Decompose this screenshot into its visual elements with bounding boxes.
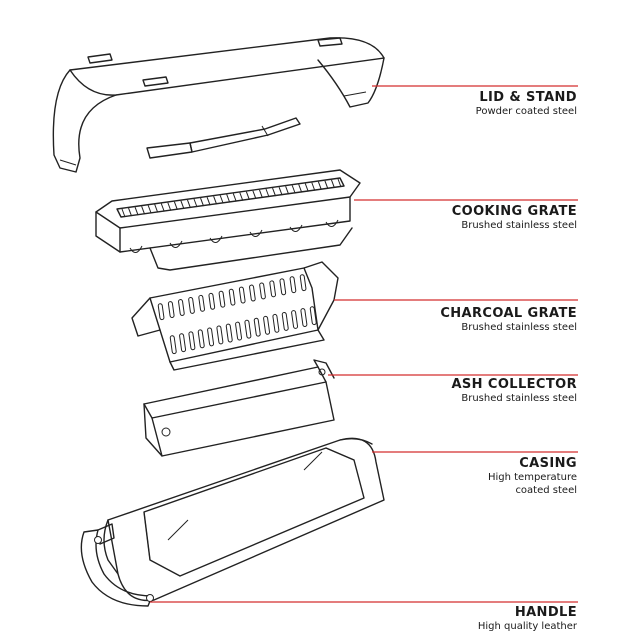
label-handle: HANDLE High quality leather [478, 605, 577, 633]
label-ash-collector: ASH COLLECTOR Brushed stainless steel [451, 377, 577, 405]
label-lid-and-stand: LID & STAND Powder coated steel [476, 90, 577, 118]
part-material: Brushed stainless steel [461, 220, 577, 231]
label-charcoal-grate: CHARCOAL GRATE Brushed stainless steel [440, 306, 577, 334]
lid-and-stand-part [52, 37, 385, 173]
part-material: Powder coated steel [475, 106, 577, 117]
part-title: CHARCOAL GRATE [440, 306, 577, 321]
charcoal-grate-part [131, 261, 339, 371]
handle-part [80, 523, 154, 607]
part-material: Brushed stainless steel [461, 322, 577, 333]
cooking-grate-part [95, 169, 361, 271]
label-casing: CASING High temperature coated steel [488, 456, 577, 497]
part-material: coated steel [515, 485, 577, 496]
part-material: Brushed stainless steel [461, 393, 577, 404]
label-cooking-grate: COOKING GRATE Brushed stainless steel [452, 204, 577, 232]
ash-collector-part [143, 359, 335, 457]
part-material: High quality leather [477, 621, 577, 632]
part-title: ASH COLLECTOR [451, 377, 577, 392]
casing-part [103, 437, 385, 602]
part-material: High temperature [487, 472, 577, 483]
part-title: HANDLE [514, 605, 577, 620]
part-title: COOKING GRATE [451, 204, 577, 219]
part-title: LID & STAND [479, 90, 577, 105]
part-title: CASING [519, 456, 577, 471]
